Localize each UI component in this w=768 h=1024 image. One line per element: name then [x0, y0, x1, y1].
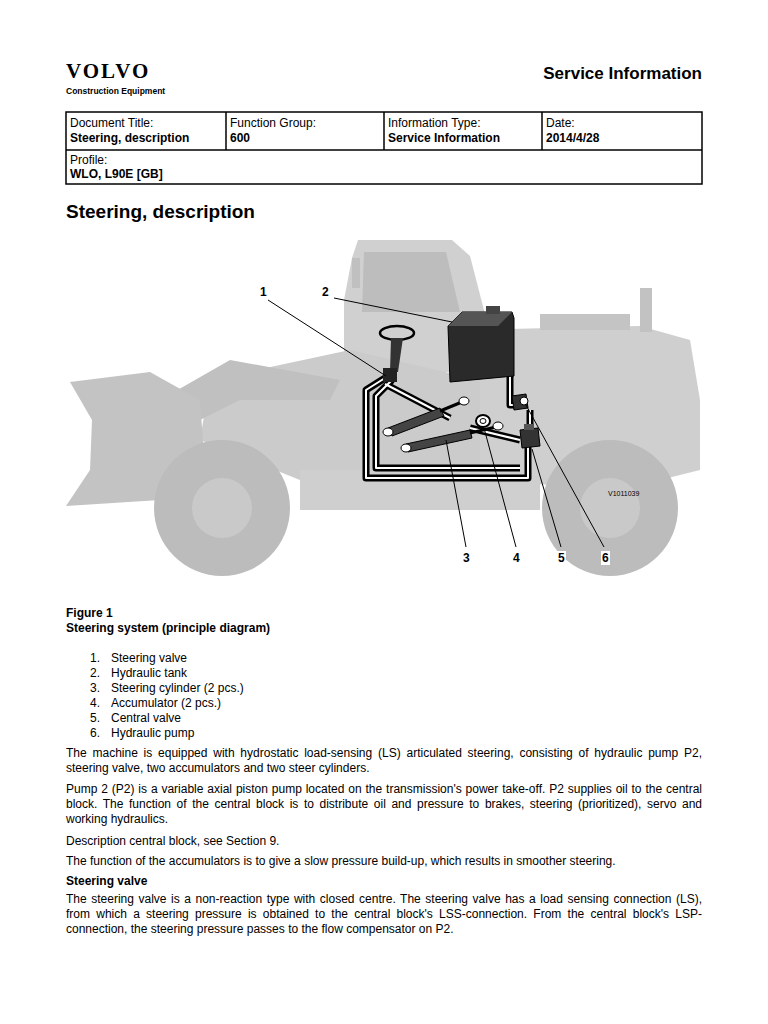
callout-number: 5 [557, 551, 566, 565]
table-cell: 600 [230, 131, 380, 146]
figure-caption: Steering system (principle diagram) [66, 621, 270, 636]
list-item: Steering cylinder (2 pcs.) [111, 681, 244, 696]
page-type: Service Information [543, 64, 702, 84]
table-cell: Profile: [70, 153, 370, 168]
callout-number: 2 [321, 285, 330, 299]
list-item: Steering valve [111, 651, 187, 666]
header-table [66, 112, 702, 184]
list-number: 1. [90, 651, 100, 666]
table-cell: 2014/4/28 [546, 131, 698, 146]
logo-subtitle: Construction Equipment [66, 86, 165, 96]
hydraulic-tank [448, 306, 514, 382]
list-item: Accumulator (2 pcs.) [111, 696, 221, 711]
accumulator [476, 415, 490, 427]
table-cell: Steering, description [70, 131, 222, 146]
callout-number: 6 [601, 551, 610, 565]
table-cell: WLO, L90E [GB] [70, 167, 370, 182]
table-cell: Function Group: [230, 116, 380, 131]
callout-number: 3 [462, 551, 471, 565]
steering-valve [380, 326, 414, 382]
list-item: Hydraulic pump [111, 726, 194, 741]
paragraph: The machine is equipped with hydrostatic… [66, 746, 702, 776]
paragraph: The steering valve is a non-reaction typ… [66, 892, 702, 937]
callout-number: 1 [259, 285, 268, 299]
table-cell: Information Type: [388, 116, 538, 131]
loader-silhouette [66, 240, 700, 576]
central-valve [520, 424, 540, 448]
hydraulic-pump [512, 394, 528, 410]
hydraulic-lines [366, 375, 530, 478]
list-item: Central valve [111, 711, 181, 726]
list-number: 2. [90, 666, 100, 681]
logo: VOLVO [66, 60, 150, 82]
figure-code: V1011039 [608, 490, 639, 498]
paragraph: Pump 2 (P2) is a variable axial piston p… [66, 782, 702, 827]
section-heading: Steering valve [66, 874, 702, 889]
paragraph: Description central block, see Section 9… [66, 834, 702, 849]
list-item: Hydraulic tank [111, 666, 187, 681]
steering-cylinder [383, 397, 503, 452]
list-number: 5. [90, 711, 100, 726]
table-cell: Service Information [388, 131, 538, 146]
table-cell: Document Title: [70, 116, 222, 131]
list-number: 3. [90, 681, 100, 696]
callout-number: 4 [512, 551, 521, 565]
figure-number: Figure 1 [66, 606, 113, 621]
list-number: 6. [90, 726, 100, 741]
leader-lines [268, 298, 604, 547]
table-cell: Date: [546, 116, 698, 131]
paragraph: The function of the accumulators is to g… [66, 854, 702, 869]
list-number: 4. [90, 696, 100, 711]
page-heading: Steering, description [66, 201, 255, 223]
